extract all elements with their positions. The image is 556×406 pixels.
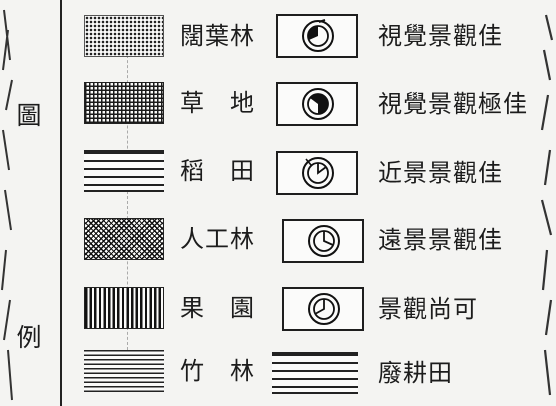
legend-title-char-1: 圖 bbox=[16, 101, 42, 130]
label-bamboo-forest: 竹 林 bbox=[180, 357, 255, 385]
label-orchard: 果 園 bbox=[180, 294, 255, 322]
circle-fair-icon bbox=[308, 293, 340, 325]
swatch-rice-paddy bbox=[84, 150, 164, 192]
label-grassland: 草 地 bbox=[180, 89, 255, 117]
label-rice-paddy: 稻 田 bbox=[180, 157, 255, 185]
circle-good-icon bbox=[302, 19, 334, 52]
legend-frame-rule bbox=[60, 0, 62, 406]
swatch-grassland bbox=[84, 82, 164, 124]
legend-title-char-2: 例 bbox=[16, 323, 42, 352]
symbol-far-view bbox=[282, 219, 364, 263]
left-edge-marks bbox=[1, 9, 13, 401]
dashed-guide bbox=[127, 50, 128, 350]
swatch-plantation-forest bbox=[84, 218, 164, 260]
right-edge-marks bbox=[540, 14, 554, 396]
label-view-excellent: 視覺景觀極佳 bbox=[378, 90, 528, 118]
circle-excellent-icon bbox=[302, 88, 334, 120]
label-broadleaf-forest: 闊葉林 bbox=[180, 22, 255, 50]
label-fallow-field: 廢耕田 bbox=[378, 359, 453, 387]
swatch-fallow-field bbox=[272, 352, 358, 394]
swatch-bamboo-forest bbox=[84, 350, 164, 392]
label-plantation-forest: 人工林 bbox=[180, 225, 255, 253]
circle-near-icon bbox=[302, 157, 334, 189]
symbol-near-view bbox=[276, 151, 358, 195]
label-view-good: 視覺景觀佳 bbox=[378, 22, 503, 50]
symbol-view-good bbox=[276, 14, 358, 58]
label-far-view: 遠景景觀佳 bbox=[378, 226, 503, 254]
circle-far-icon bbox=[308, 225, 340, 257]
label-view-fair: 景觀尚可 bbox=[378, 295, 478, 323]
swatch-orchard bbox=[84, 287, 164, 329]
symbol-view-fair bbox=[282, 287, 364, 331]
symbol-view-excellent bbox=[276, 82, 358, 126]
swatch-broadleaf-forest bbox=[84, 15, 164, 57]
label-near-view: 近景景觀佳 bbox=[378, 159, 503, 187]
